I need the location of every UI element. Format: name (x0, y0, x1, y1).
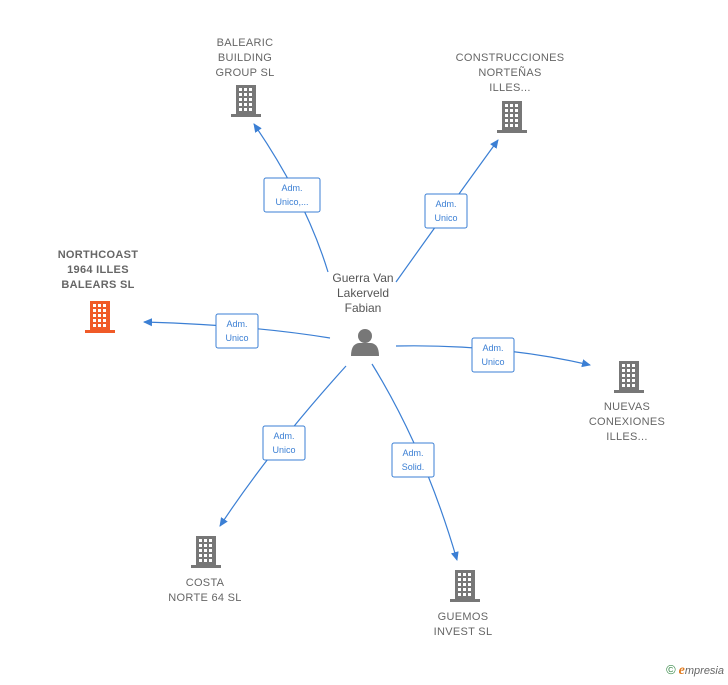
role-label-box (263, 177, 321, 213)
role-label-balearic[interactable]: Adm. Unico,... (263, 177, 321, 213)
copyright-icon: © (666, 662, 676, 677)
role-label-text: Unico (481, 357, 504, 367)
role-label-box (215, 313, 259, 349)
company-name-line: BUILDING (218, 52, 272, 64)
building-icon[interactable] (231, 85, 261, 117)
edge-labels-layer: Adm.Unico,...Adm.UnicoAdm.UnicoAdm.Unico… (215, 177, 515, 478)
building-icon[interactable] (191, 536, 221, 568)
role-label-guemos[interactable]: Adm. Solid. (391, 442, 435, 478)
company-name-line: ILLES... (489, 82, 531, 94)
role-label-box (391, 442, 435, 478)
empresia-brand[interactable]: ©empresia (666, 662, 724, 679)
role-label-text: Adm. (281, 183, 302, 193)
building-icon[interactable] (450, 570, 480, 602)
role-label-text: Adm. (402, 448, 423, 458)
company-name-line: NORTEÑAS (478, 66, 541, 79)
brand-initial: e (678, 663, 685, 678)
company-name-line: CONSTRUCCIONES (456, 52, 565, 64)
role-label-nuevas[interactable]: Adm. Unico (471, 337, 515, 373)
person-name-line: Guerra Van (332, 271, 393, 285)
role-label-box (424, 193, 468, 229)
person-name-line: Fabian (345, 301, 382, 315)
role-label-costa[interactable]: Adm. Unico (262, 425, 306, 461)
role-label-text: Unico (225, 333, 248, 343)
company-name-line: ILLES... (606, 431, 648, 443)
role-label-text: Adm. (435, 199, 456, 209)
company-name-line: BALEARIC (217, 37, 274, 49)
company-node-northcoast[interactable]: NORTHCOAST 1964 ILLES BALEARS SL (58, 249, 139, 333)
company-name-line: COSTA (186, 577, 225, 589)
company-node-guemos[interactable]: GUEMOS INVEST SL (434, 570, 493, 638)
role-label-box (262, 425, 306, 461)
company-node-nuevas[interactable]: NUEVAS CONEXIONES ILLES... (589, 361, 665, 443)
building-icon[interactable] (614, 361, 644, 393)
company-name-line: NUEVAS (604, 401, 650, 413)
company-name-line: BALEARS SL (61, 279, 134, 291)
role-label-construcciones[interactable]: Adm. Unico (424, 193, 468, 229)
company-name-line: 1964 ILLES (67, 264, 129, 276)
role-label-box (471, 337, 515, 373)
role-label-text: Unico,... (275, 197, 308, 207)
person-icon (351, 329, 379, 356)
company-name-line: GUEMOS (438, 611, 489, 623)
nodes-layer: BALEARIC BUILDING GROUP SL CONSTRUCCIONES NO… (58, 37, 665, 638)
role-label-text: Unico (272, 445, 295, 455)
role-label-text: Adm. (482, 343, 503, 353)
company-name-line: GROUP SL (215, 67, 274, 79)
company-name-line: NORTE 64 SL (168, 592, 241, 604)
brand-rest: mpresia (684, 665, 724, 677)
role-label-northcoast[interactable]: Adm. Unico (215, 313, 259, 349)
company-node-balearic[interactable]: BALEARIC BUILDING GROUP SL (215, 37, 274, 117)
company-node-construcciones[interactable]: CONSTRUCCIONES NORTEÑAS ILLES... (456, 52, 565, 133)
building-icon[interactable] (85, 301, 115, 333)
role-label-text: Solid. (402, 462, 425, 472)
person-name-line: Lakerveld (337, 286, 389, 300)
company-name-line: INVEST SL (434, 626, 493, 638)
company-name-line: NORTHCOAST (58, 249, 139, 261)
building-icon[interactable] (497, 101, 527, 133)
role-label-text: Adm. (273, 431, 294, 441)
role-label-text: Adm. (226, 319, 247, 329)
company-name-line: CONEXIONES (589, 416, 665, 428)
company-node-costa[interactable]: COSTA NORTE 64 SL (168, 536, 241, 604)
role-label-text: Unico (434, 213, 457, 223)
